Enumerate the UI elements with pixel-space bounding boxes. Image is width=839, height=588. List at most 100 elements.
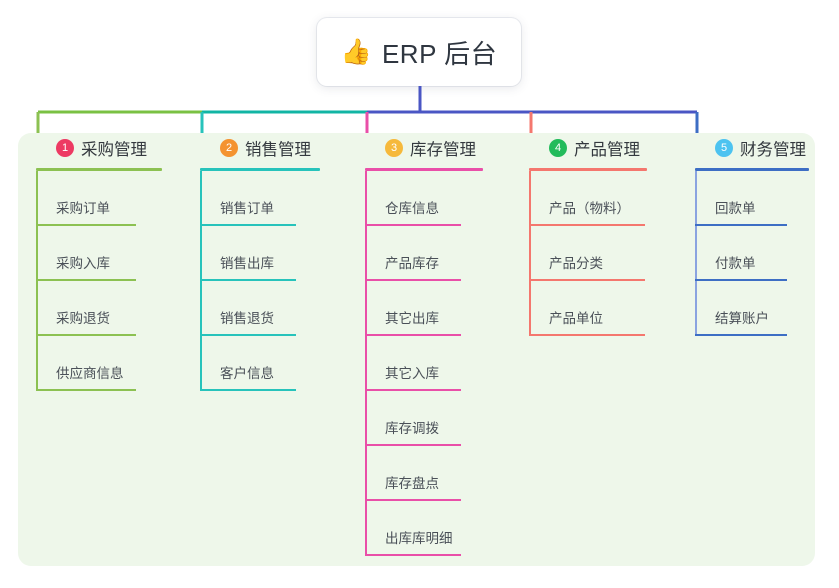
- list-item[interactable]: 仓库信息: [365, 171, 483, 226]
- item-label: 其它出库: [385, 311, 439, 326]
- column-header-1[interactable]: 1 采购管理: [36, 133, 162, 163]
- item-label: 销售订单: [220, 201, 274, 216]
- item-connector: [529, 226, 531, 281]
- item-label: 采购订单: [56, 201, 110, 216]
- list-item[interactable]: 其它出库: [365, 281, 483, 336]
- item-label: 客户信息: [220, 366, 274, 381]
- list-item[interactable]: 产品单位: [529, 281, 647, 336]
- item-rule: [529, 224, 645, 226]
- column-badge-icon: 1: [56, 139, 74, 157]
- list-item[interactable]: 回款单: [695, 171, 809, 226]
- item-label: 仓库信息: [385, 201, 439, 216]
- column-badge-icon: 2: [220, 139, 238, 157]
- list-item[interactable]: 采购订单: [36, 171, 162, 226]
- column-title: 产品管理: [574, 141, 640, 159]
- column-rule: [365, 168, 483, 171]
- diagram-panel: 1 采购管理采购订单采购入库采购退货供应商信息 2 销售管理销售订单销售出库销售退货客…: [18, 133, 815, 566]
- item-rule: [365, 334, 461, 336]
- item-rule: [365, 554, 461, 556]
- list-item[interactable]: 客户信息: [200, 336, 320, 391]
- item-rule: [36, 389, 136, 391]
- list-item[interactable]: 供应商信息: [36, 336, 162, 391]
- column-rule: [695, 168, 809, 171]
- column-title: 库存管理: [410, 141, 476, 159]
- item-label: 销售出库: [220, 256, 274, 271]
- column-4: 4 产品管理产品（物料） 产品分类产品单位: [529, 133, 647, 336]
- item-rule: [365, 444, 461, 446]
- item-rule: [36, 334, 136, 336]
- item-rule: [36, 224, 136, 226]
- column-header-5[interactable]: 5 财务管理: [695, 133, 809, 163]
- column-items: 采购订单采购入库采购退货供应商信息: [36, 171, 162, 391]
- column-header-2[interactable]: 2 销售管理: [200, 133, 320, 163]
- column-badge-icon: 3: [385, 139, 403, 157]
- column-1: 1 采购管理采购订单采购入库采购退货供应商信息: [36, 133, 162, 391]
- list-item[interactable]: 销售订单: [200, 171, 320, 226]
- column-title: 财务管理: [740, 141, 806, 159]
- list-item[interactable]: 采购入库: [36, 226, 162, 281]
- column-items: 产品（物料） 产品分类产品单位: [529, 171, 647, 336]
- item-rule: [365, 224, 461, 226]
- item-label: 产品库存: [385, 256, 439, 271]
- item-connector: [365, 391, 367, 446]
- list-item[interactable]: 产品库存: [365, 226, 483, 281]
- item-rule: [36, 279, 136, 281]
- list-item[interactable]: 采购退货: [36, 281, 162, 336]
- column-items: 销售订单销售出库销售退货客户信息: [200, 171, 320, 391]
- item-label: 库存调拨: [385, 421, 439, 436]
- item-connector: [529, 171, 531, 226]
- item-connector: [365, 446, 367, 501]
- column-header-4[interactable]: 4 产品管理: [529, 133, 647, 163]
- item-connector: [365, 226, 367, 281]
- item-connector: [200, 336, 202, 391]
- item-rule: [529, 279, 645, 281]
- item-rule: [695, 279, 787, 281]
- list-item[interactable]: 产品（物料）: [529, 171, 647, 226]
- item-rule: [200, 224, 296, 226]
- item-connector: [200, 226, 202, 281]
- item-label: 产品（物料）: [549, 201, 630, 216]
- item-connector: [200, 281, 202, 336]
- list-item[interactable]: 出库库明细: [365, 501, 483, 556]
- item-rule: [200, 389, 296, 391]
- list-item[interactable]: 结算账户: [695, 281, 809, 336]
- column-badge-icon: 5: [715, 139, 733, 157]
- item-label: 产品单位: [549, 311, 603, 326]
- item-connector: [365, 501, 367, 556]
- item-label: 库存盘点: [385, 476, 439, 491]
- item-rule: [365, 279, 461, 281]
- column-badge-icon: 4: [549, 139, 567, 157]
- item-label: 付款单: [715, 256, 756, 271]
- list-item[interactable]: 产品分类: [529, 226, 647, 281]
- column-2: 2 销售管理销售订单销售出库销售退货客户信息: [200, 133, 320, 391]
- item-connector: [365, 171, 367, 226]
- item-rule: [365, 389, 461, 391]
- item-label: 采购入库: [56, 256, 110, 271]
- item-connector: [36, 336, 38, 391]
- item-rule: [365, 499, 461, 501]
- column-title: 采购管理: [81, 141, 147, 159]
- list-item[interactable]: 库存调拨: [365, 391, 483, 446]
- item-rule: [529, 334, 645, 336]
- item-rule: [695, 224, 787, 226]
- column-items: 回款单付款单结算账户: [695, 171, 809, 336]
- column-5: 5 财务管理回款单付款单结算账户: [695, 133, 809, 336]
- item-connector: [200, 171, 202, 226]
- list-item[interactable]: 销售出库: [200, 226, 320, 281]
- column-header-3[interactable]: 3 库存管理: [365, 133, 483, 163]
- item-label: 销售退货: [220, 311, 274, 326]
- column-3: 3 库存管理仓库信息产品库存其它出库其它入库库存调拨库存盘点出库库明细: [365, 133, 483, 556]
- list-item[interactable]: 其它入库: [365, 336, 483, 391]
- item-label: 产品分类: [549, 256, 603, 271]
- item-label: 回款单: [715, 201, 756, 216]
- column-title: 销售管理: [245, 141, 311, 159]
- title-card[interactable]: 👍 ERP 后台: [317, 18, 521, 86]
- column-rule: [529, 168, 647, 171]
- item-connector: [695, 226, 697, 281]
- list-item[interactable]: 库存盘点: [365, 446, 483, 501]
- item-connector: [365, 281, 367, 336]
- list-item[interactable]: 付款单: [695, 226, 809, 281]
- list-item[interactable]: 销售退货: [200, 281, 320, 336]
- column-rule: [200, 168, 320, 171]
- column-rule: [36, 168, 162, 171]
